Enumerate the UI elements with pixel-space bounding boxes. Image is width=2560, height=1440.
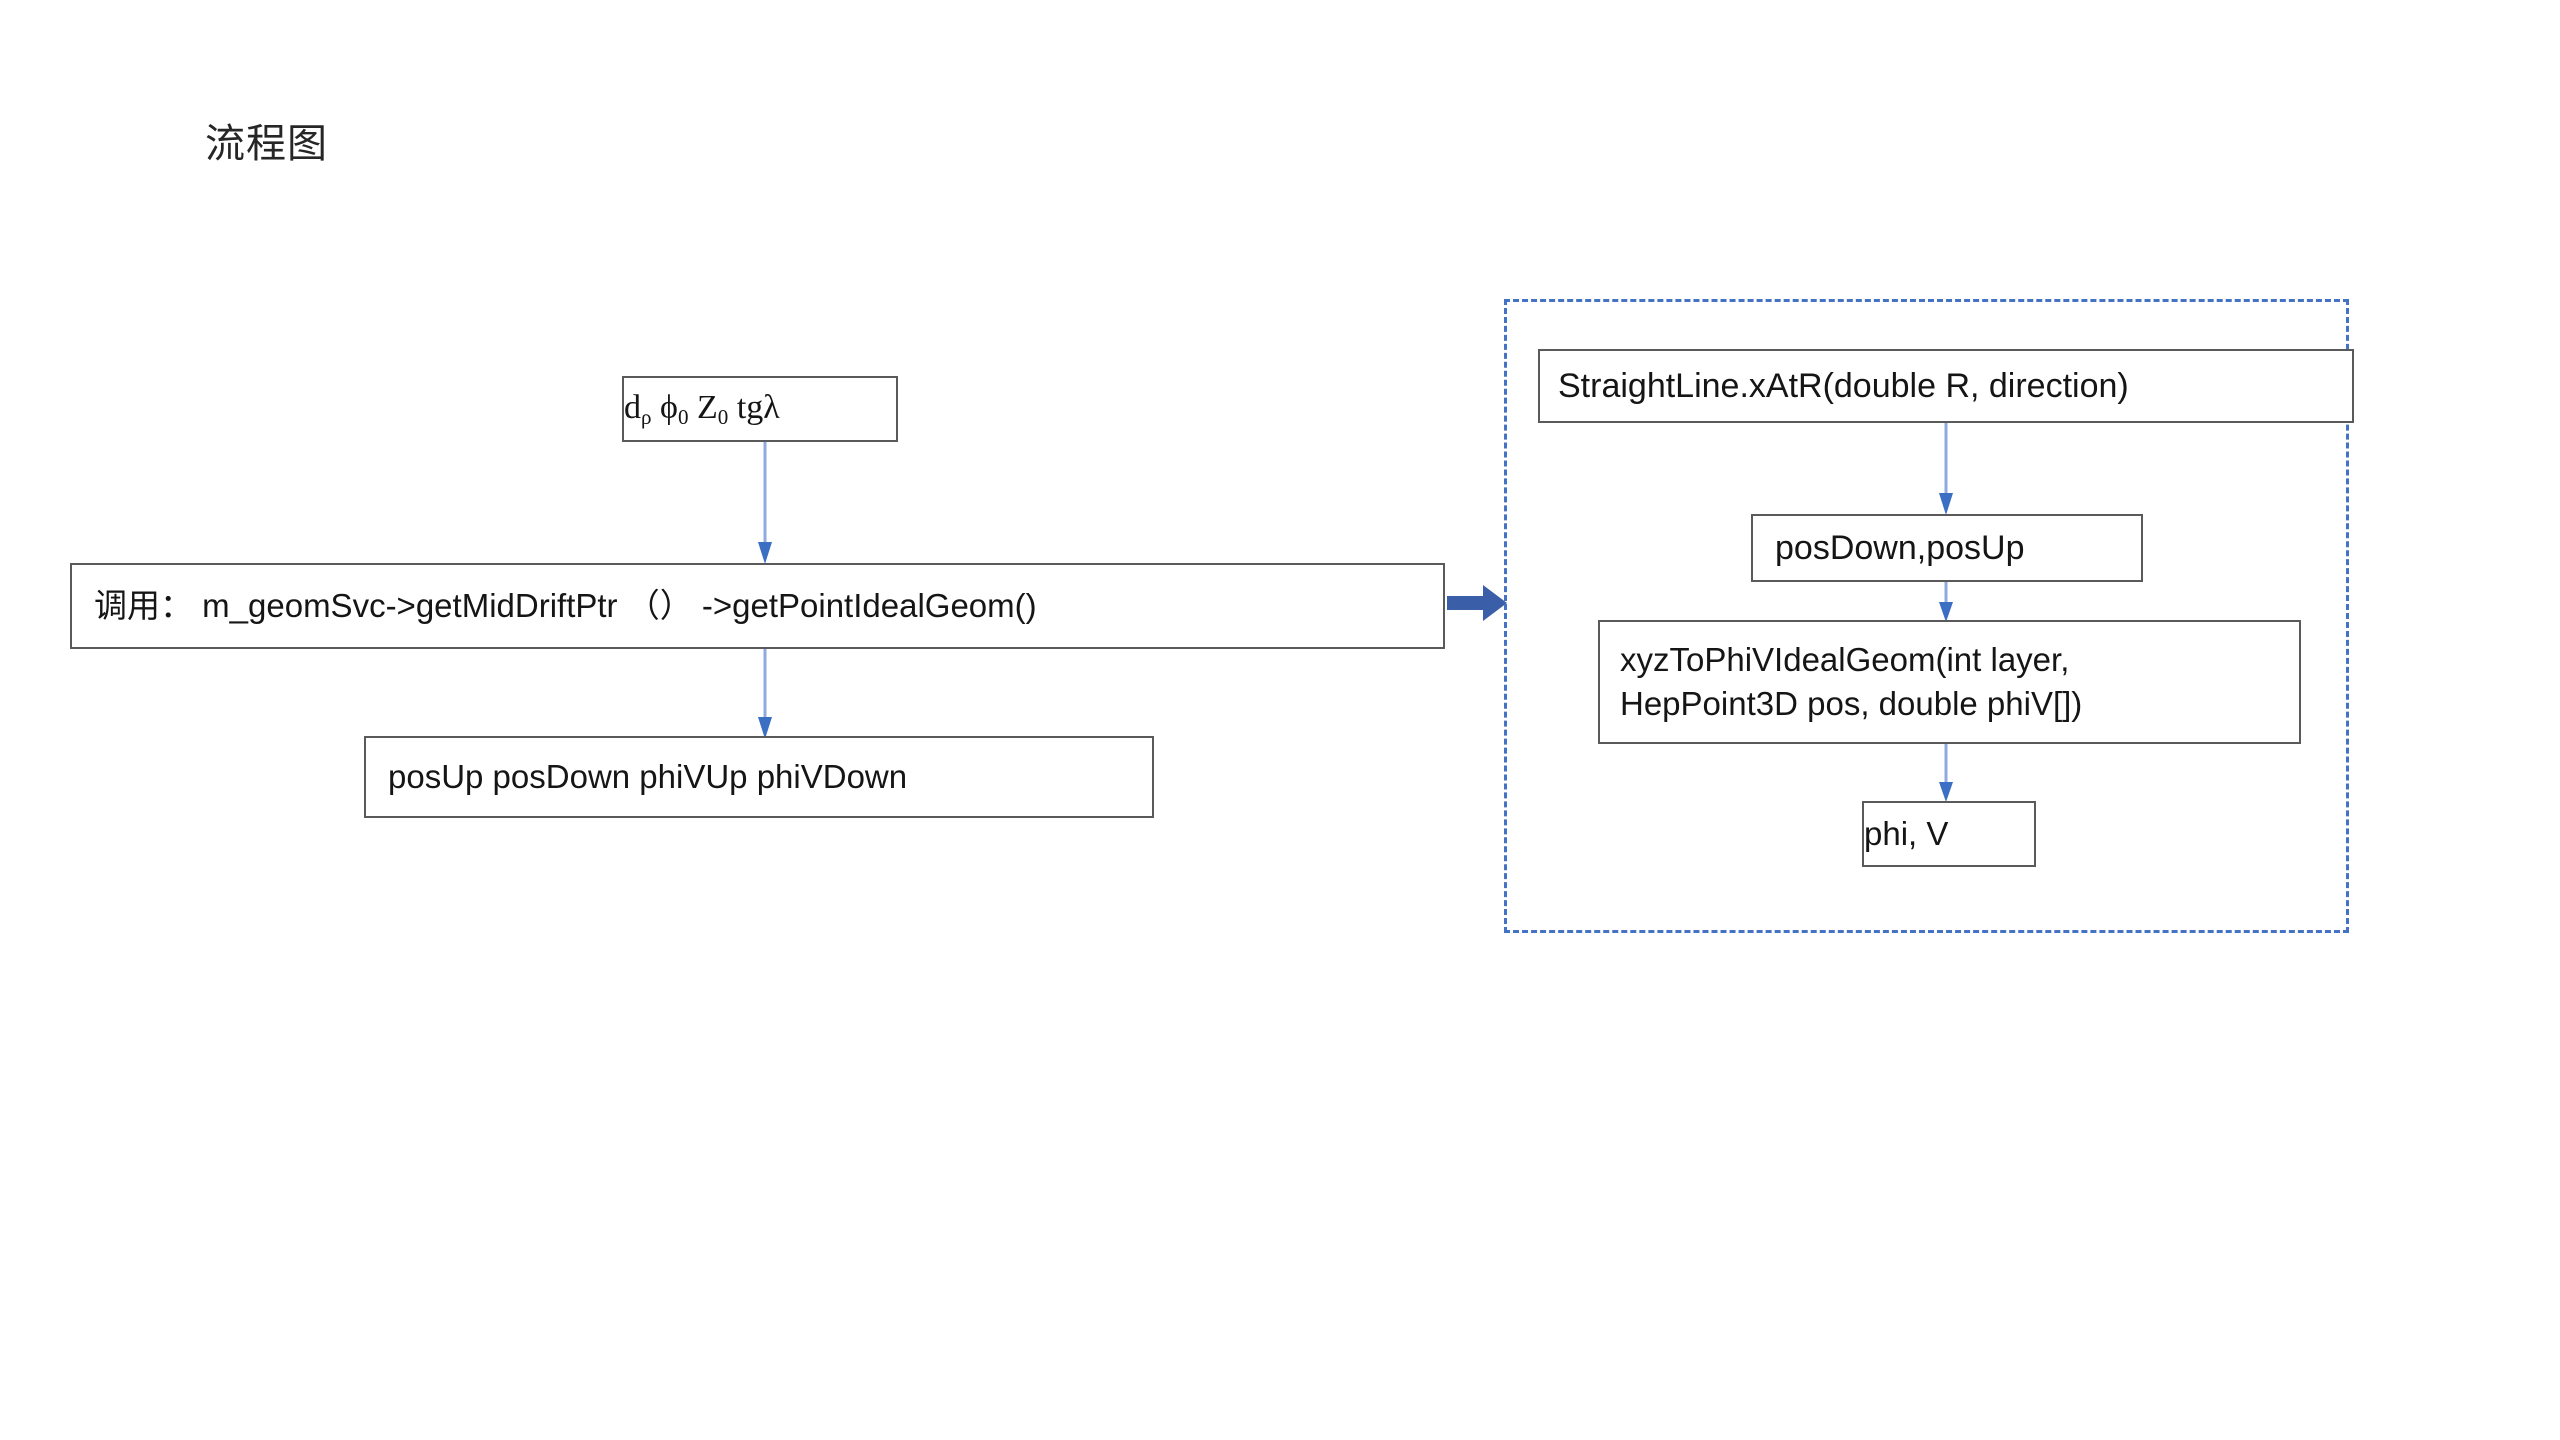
outputs-label: posUp posDown phiVUp phiVDown xyxy=(388,757,908,795)
geomsvc-call-label: 调用： m_geomSvc->getMidDriftPtr （） ->getPo… xyxy=(94,586,1037,624)
param-phi-0: ϕ0 xyxy=(660,389,689,430)
param-z-0: Z0 xyxy=(696,389,729,430)
arrow-params-to-call xyxy=(758,442,772,566)
page-title: 流程图 xyxy=(205,121,328,167)
track-parameters-label: dρ ϕ0 Z0 tgλ xyxy=(624,388,896,430)
track-parameters-box[interactable]: dρ ϕ0 Z0 tgλ xyxy=(622,376,898,442)
posdown-posup-label: posDown,posUp xyxy=(1775,528,2025,567)
straightline-xatr-box[interactable]: StraightLine.xAtR(double R, direction) xyxy=(1538,349,2354,423)
geomsvc-call-box[interactable]: 调用： m_geomSvc->getMidDriftPtr （） ->getPo… xyxy=(70,563,1445,649)
detail-dashed-group xyxy=(1504,299,2349,933)
straightline-xatr-label: StraightLine.xAtR(double R, direction) xyxy=(1558,366,2129,405)
phi-v-label: phi, V xyxy=(1864,814,1949,852)
arrow-call-to-outputs xyxy=(758,649,772,741)
param-tg-lambda: tgλ xyxy=(736,389,780,427)
xyztophivid-label: xyzToPhiVIdealGeom(int layer, HepPoint3D… xyxy=(1620,640,2083,722)
param-d-rho: dρ xyxy=(624,389,652,430)
phi-v-box[interactable]: phi, V xyxy=(1862,801,2036,867)
arrow-call-to-group xyxy=(1447,583,1509,623)
xyztophivid-box[interactable]: xyzToPhiVIdealGeom(int layer, HepPoint3D… xyxy=(1598,620,2301,744)
posdown-posup-box[interactable]: posDown,posUp xyxy=(1751,514,2143,582)
outputs-box[interactable]: posUp posDown phiVUp phiVDown xyxy=(364,736,1154,818)
